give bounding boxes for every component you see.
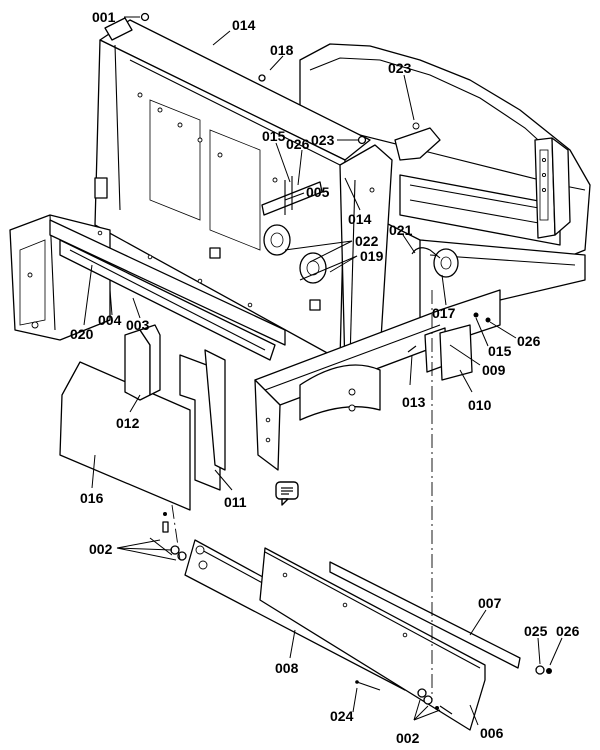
hook-012: [124, 324, 161, 401]
callout-003: 003: [126, 317, 150, 333]
callout-018: 023: [388, 60, 412, 76]
callout-021: 021: [389, 222, 413, 238]
callout-026: 026: [556, 623, 580, 639]
speech-bubble-icon[interactable]: [275, 481, 299, 506]
main-frame: [9, 17, 591, 471]
hardware-002-left: [149, 512, 187, 561]
callout-008: 008: [275, 660, 299, 676]
callout-011: 011: [224, 494, 247, 510]
callout-010: 010: [468, 397, 492, 413]
callout-026: 026: [517, 333, 541, 349]
screw-014-top: [258, 74, 266, 82]
bracket-010: [439, 324, 473, 381]
screw-023-top: [140, 12, 150, 22]
callout-020: 020: [70, 326, 94, 342]
callout-017: 017: [432, 305, 456, 321]
washer-025: [535, 665, 545, 675]
nut-026: [485, 317, 491, 323]
rail-006: [259, 547, 486, 731]
callout-002: 002: [89, 541, 113, 557]
callout-014: 014: [348, 211, 372, 227]
screw-023-mid: [357, 135, 367, 145]
callout-015: 015: [488, 343, 512, 359]
callout-009: 009: [482, 362, 506, 378]
callout-016: 016: [80, 490, 104, 506]
callout-023: 023: [311, 132, 335, 148]
nut-026-lower: [546, 668, 552, 674]
callout-004: 004: [98, 312, 122, 328]
callout-019: 019: [360, 248, 384, 264]
center-line-left: [171, 504, 181, 561]
callout-001: 014: [232, 17, 256, 33]
callout-026: 026: [286, 136, 310, 152]
callout-024: 024: [330, 708, 354, 724]
nut-015: [473, 312, 479, 318]
callout-002: 002: [396, 730, 420, 746]
callout-022: 022: [355, 233, 379, 249]
callout-015: 015: [262, 128, 286, 144]
callout-025: 025: [524, 623, 548, 639]
callout-014: 018: [270, 42, 294, 58]
callout-023: 001: [92, 9, 116, 25]
plate-011: [179, 349, 226, 491]
rail-007: [329, 561, 521, 669]
callout-013: 013: [402, 394, 426, 410]
callout-007: 007: [478, 595, 502, 611]
leader-lines: [83, 16, 563, 726]
bolt-024: [356, 681, 381, 691]
bolt-013: [407, 345, 417, 353]
shield-016: [59, 361, 191, 511]
callout-006: 006: [480, 725, 504, 741]
callout-012: 012: [116, 415, 140, 431]
callout-005: 005: [306, 184, 330, 200]
callout-labels: 001 014 018 023 015 026 023 005 014 021 …: [70, 9, 580, 746]
